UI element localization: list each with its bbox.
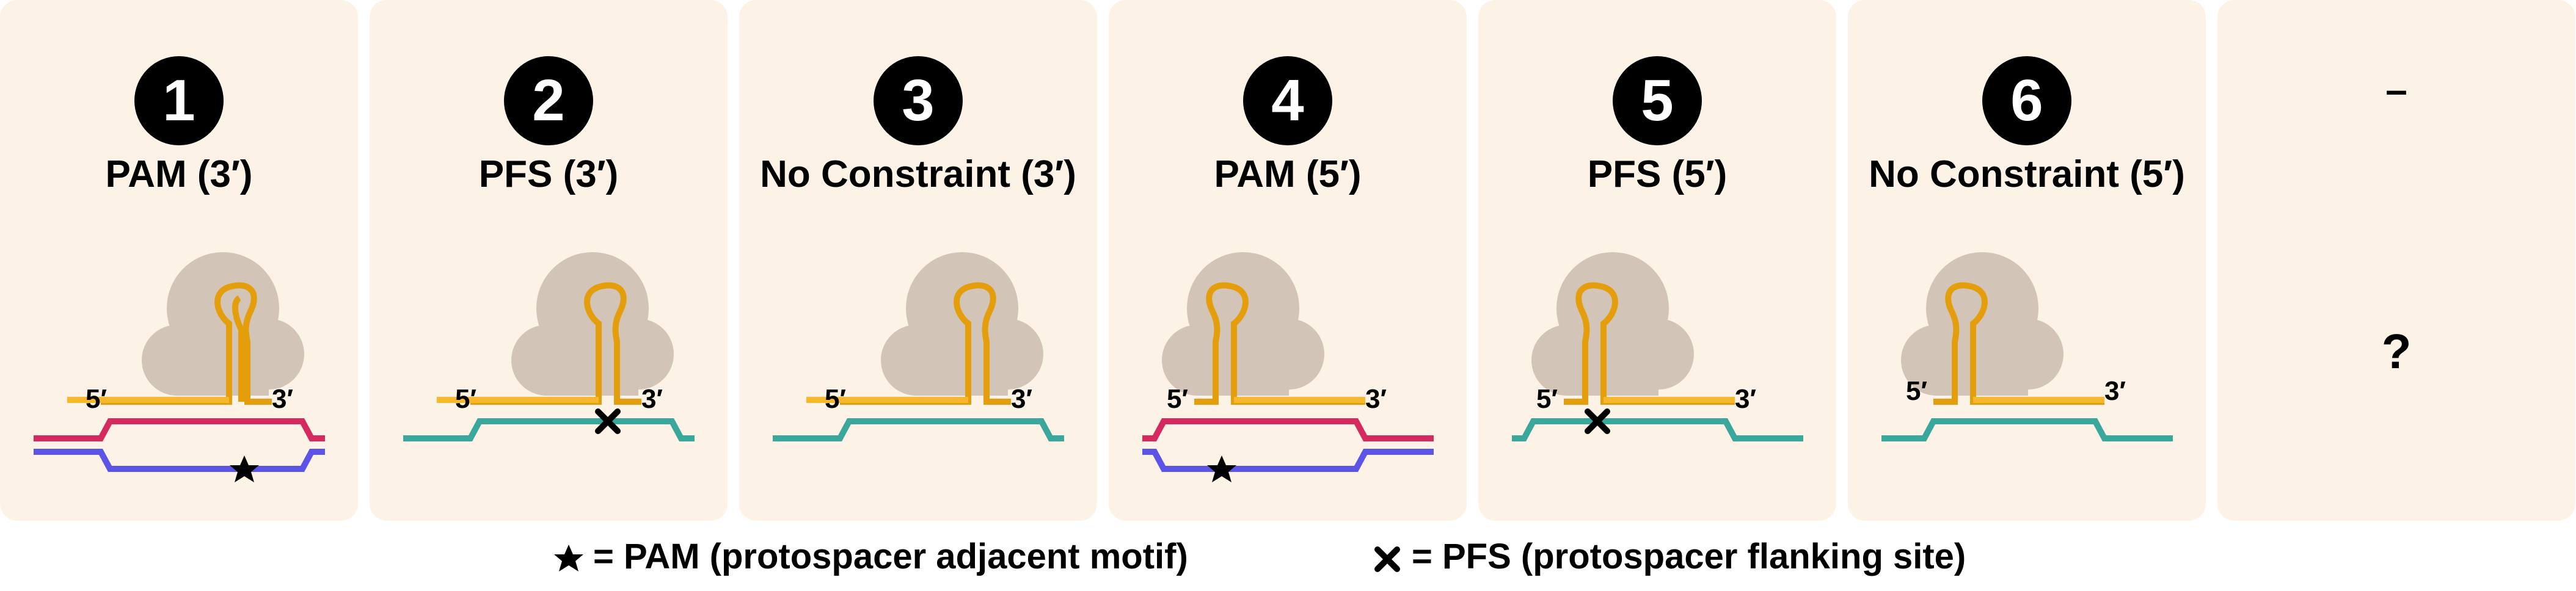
panel-title: PFS (5′) (1587, 153, 1728, 195)
panel-title: No Constraint (3′) (760, 153, 1076, 195)
panel-5: 5 PFS (5′) 5′ 3′ (1478, 0, 1836, 521)
pfs-cross-icon (595, 408, 621, 434)
panel-4: 4 PAM (5′) 5′ 3′ (1109, 0, 1467, 521)
panel-number-badge: 4 (1243, 56, 1332, 145)
panel-title: PFS (3′) (478, 153, 619, 195)
five-prime-label: 5′ (1167, 384, 1188, 414)
five-prime-label: 5′ (455, 384, 476, 414)
three-prime-label: 3′ (272, 384, 293, 414)
panel-number-badge: 5 (1613, 56, 1702, 145)
five-prime-label: 5′ (86, 384, 107, 414)
five-prime-label: 5′ (825, 384, 846, 414)
rna-target-strand (1881, 418, 2173, 441)
crrna-hairpin (840, 282, 1011, 405)
cas-diagram: 5′ 3′ (34, 252, 325, 482)
panel-number-dash: – (2385, 68, 2407, 112)
dna-top-strand (34, 418, 325, 441)
cas-diagram: 5′ 3′ (1142, 252, 1434, 482)
cross-icon (1374, 546, 1400, 572)
cas-protein-blob (1162, 252, 1324, 396)
panel-title: PAM (3′) (105, 153, 253, 195)
three-prime-label: 3′ (1365, 384, 1387, 414)
cas-diagram: 5′ 3′ (1881, 252, 2173, 441)
star-icon (554, 544, 583, 571)
legend-pam-text: = PAM (protospacer adjacent motif) (593, 537, 1188, 576)
question-mark: ? (2381, 324, 2412, 379)
dna-top-strand (1142, 418, 1434, 441)
panel-1: 1 PAM (3′) 5′ 3′ (0, 0, 358, 521)
cas-protein-blob (1531, 252, 1694, 396)
panel-3: 3 No Constraint (3′) 5′ 3′ (739, 0, 1097, 521)
three-prime-label: 3′ (641, 384, 663, 414)
panel-number-badge: 1 (134, 56, 224, 145)
legend-pfs: = PFS (protospacer flanking site) (1371, 536, 1966, 577)
panel-6: 6 No Constraint (5′) 5′ 3′ (1848, 0, 2206, 521)
cas-protein-blob (511, 252, 674, 396)
cas-protein-blob (1901, 252, 2063, 396)
pam-star-icon (1207, 455, 1236, 482)
crrna-hairpin (470, 282, 641, 405)
dna-bottom-strand (1142, 449, 1434, 472)
pfs-cross-icon (1585, 408, 1610, 434)
crrna-hairpin (1564, 282, 1735, 405)
legend-pfs-text: = PFS (protospacer flanking site) (1412, 537, 1966, 576)
three-prime-label: 3′ (2104, 376, 2126, 406)
crrna-hairpin (1933, 282, 2104, 405)
crrna-hairpin (101, 282, 272, 405)
rna-target-strand (773, 418, 1064, 441)
three-prime-label: 3′ (1735, 384, 1756, 414)
five-prime-label: 5′ (1906, 376, 1927, 406)
crrna-hairpin-inner (232, 295, 244, 402)
three-prime-label: 3′ (1011, 384, 1032, 414)
rna-target-strand (403, 418, 695, 441)
panel-number-badge: 2 (504, 56, 593, 145)
cas-protein-blob (881, 252, 1043, 396)
panel-title: No Constraint (5′) (1869, 153, 2185, 195)
cas-diagram: 5′ 3′ (403, 252, 695, 441)
cas-diagram: 5′ 3′ (1512, 252, 1803, 441)
crrna-hairpin (1194, 282, 1365, 405)
panel-2: 2 PFS (3′) 5′ 3′ (370, 0, 728, 521)
panel-number-badge: 3 (874, 56, 963, 145)
panel-title: PAM (5′) (1214, 153, 1362, 195)
panel-number-badge: 6 (1982, 56, 2071, 145)
legend-pam: = PAM (protospacer adjacent motif) (553, 536, 1188, 577)
panel-unknown: – ? (2217, 0, 2575, 521)
cas-diagram: 5′ 3′ (773, 252, 1064, 441)
dna-bottom-strand (34, 449, 325, 472)
cas-protein-blob (142, 252, 304, 396)
rna-target-strand (1512, 418, 1803, 441)
five-prime-label: 5′ (1536, 384, 1558, 414)
pam-star-icon (230, 455, 259, 482)
